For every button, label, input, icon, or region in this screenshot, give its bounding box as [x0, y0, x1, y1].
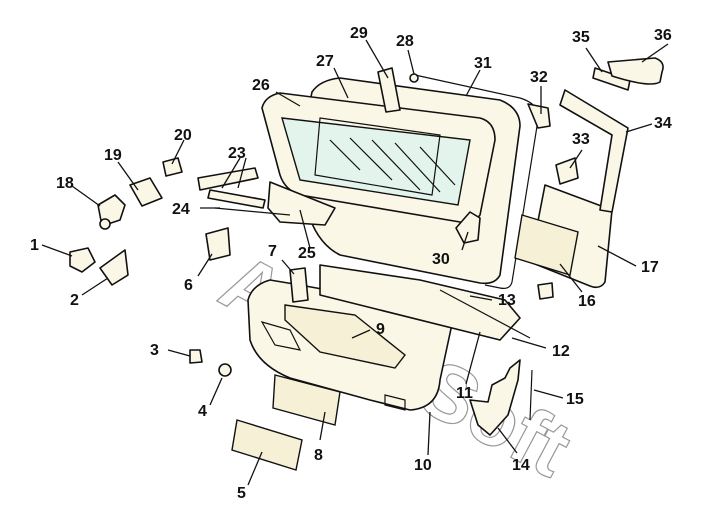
callout-15: 15 — [566, 391, 584, 408]
callout-35: 35 — [572, 29, 590, 46]
leader-lines — [41, 39, 669, 486]
part-5-number-plate — [231, 419, 303, 471]
callout-26: 26 — [252, 77, 270, 94]
part-4-grommet — [218, 363, 232, 377]
callout-17: 17 — [641, 259, 659, 276]
callout-16: 16 — [578, 293, 596, 310]
part-23-link — [207, 189, 266, 209]
part-36-handle — [607, 57, 664, 85]
callout-2: 2 — [70, 292, 79, 309]
part-8-plate-bracket — [272, 374, 341, 426]
part-3-plug — [189, 349, 203, 364]
part-11-reinforcement — [319, 264, 521, 341]
part-32-bracket — [527, 103, 551, 129]
part-2-latch — [99, 249, 129, 286]
part-27-inner-frame — [314, 117, 441, 196]
part-6-bracket — [205, 227, 231, 261]
part-29-corner-trim — [377, 67, 401, 113]
callout-9: 9 — [376, 321, 385, 338]
callout-8: 8 — [314, 447, 323, 464]
callout-30: 30 — [432, 251, 450, 268]
part-18-key-head — [99, 218, 111, 230]
callout-27: 27 — [316, 53, 334, 70]
callout-1: 1 — [30, 237, 39, 254]
callout-20: 20 — [174, 127, 192, 144]
glass-hatching — [329, 137, 456, 193]
callout-18: 18 — [56, 175, 74, 192]
callout-23: 23 — [228, 145, 246, 162]
part-12-crossmember — [439, 289, 531, 339]
callout-14: 14 — [512, 457, 530, 474]
part-14-bracket — [469, 359, 521, 436]
part-30-hinge — [455, 211, 481, 244]
part-1-hinge — [69, 247, 96, 273]
callout-5: 5 — [237, 485, 246, 502]
callout-24: 24 — [172, 201, 190, 218]
part-20-plate — [162, 157, 183, 177]
callout-4: 4 — [198, 403, 207, 420]
part-24-rod — [214, 207, 291, 216]
part-16-panel — [514, 214, 579, 276]
callout-13: 13 — [498, 292, 516, 309]
part-28-fitting — [409, 73, 419, 83]
callout-10: 10 — [414, 457, 432, 474]
part-34-strip — [559, 89, 629, 213]
callout-25: 25 — [298, 245, 316, 262]
part-27-rear-glass — [281, 117, 471, 206]
callout-34: 34 — [654, 115, 672, 132]
callout-12: 12 — [552, 343, 570, 360]
callout-3: 3 — [150, 342, 159, 359]
part-31-tailgate-seal — [414, 74, 539, 289]
part-9-step-pad — [284, 304, 406, 369]
callout-28: 28 — [396, 33, 414, 50]
callout-19: 19 — [104, 147, 122, 164]
callout-32: 32 — [530, 69, 548, 86]
callout-29: 29 — [350, 25, 368, 42]
part-7-end-bracket — [289, 267, 309, 303]
callout-36: 36 — [654, 27, 672, 44]
callout-11: 11 — [456, 385, 473, 402]
part-19-switch — [129, 177, 163, 207]
callout-labels: 1 2 3 4 5 6 7 8 9 10 11 12 13 14 15 16 1… — [30, 25, 672, 502]
part-15-wire — [529, 369, 533, 421]
callout-7: 7 — [268, 243, 277, 260]
part-13-clip — [537, 282, 554, 300]
callout-33: 33 — [572, 131, 590, 148]
bumper-detail — [260, 321, 302, 351]
callout-31: 31 — [474, 55, 492, 72]
callout-6: 6 — [184, 277, 193, 294]
bumper-detail-right — [384, 394, 406, 411]
